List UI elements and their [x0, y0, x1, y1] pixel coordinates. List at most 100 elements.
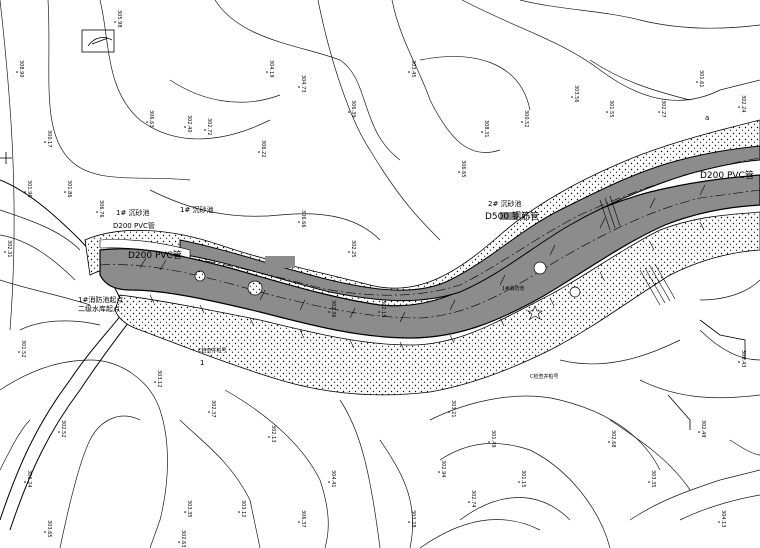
elevation-point: [518, 481, 520, 483]
bracket-right-2: [699, 319, 746, 360]
elevation-point: [348, 111, 350, 113]
elevation-label: 303.45: [410, 60, 416, 78]
elevation-point: [608, 441, 610, 443]
elevation-point: [24, 191, 26, 193]
elevation-label: 301.55: [608, 100, 614, 118]
elevation-label: 306.22: [260, 140, 266, 158]
elevation-point: [348, 251, 350, 253]
elevation-point: [258, 151, 260, 153]
elevation-label: 304.13: [720, 510, 726, 528]
label-tank-small: D200 PVC管: [113, 221, 155, 230]
elevation-label: 300.52: [523, 110, 529, 128]
elevation-label: 303.35: [650, 470, 656, 488]
river-corridor: [84, 119, 760, 396]
elevation-point: [184, 126, 186, 128]
label-start-note: 1#消防池起点: [78, 295, 123, 304]
elevation-point: [204, 129, 206, 131]
tank-circle-2: [194, 270, 206, 282]
elevation-label: 306.66: [300, 210, 306, 228]
elevation-point: [408, 521, 410, 523]
elevation-point: [658, 111, 660, 113]
elevation-point: [266, 71, 268, 73]
elevation-label: 304.41: [330, 470, 336, 488]
elevation-point: [44, 531, 46, 533]
elevation-label: 305.98: [116, 10, 122, 28]
elevation-point: [96, 211, 98, 213]
main-channel: [99, 174, 760, 339]
annotations: 1# 沉砂池 1# 沉砂池 2# 沉砂池 D200 PVC管 D500 钢筋管 …: [78, 114, 754, 380]
elevation-point: [458, 171, 460, 173]
lower-bank: [114, 211, 760, 396]
elevation-label: 306.76: [98, 200, 104, 218]
elevation-label: 304.73: [300, 75, 306, 93]
elevation-label: 308.31: [483, 120, 489, 138]
label-start-note-2: 二级水库起点: [78, 304, 120, 313]
elevation-point: [154, 381, 156, 383]
tank-circle-4: [569, 286, 581, 298]
elevation-point: [378, 311, 380, 313]
label-pipe-mid: D500 钢筋管: [485, 210, 539, 222]
label-dot-1: 1: [200, 359, 204, 367]
elevation-label: 302.31: [6, 240, 12, 258]
north-arrow: [87, 37, 113, 47]
elevation-label: 301.96: [26, 180, 32, 198]
elevation-point: [238, 511, 240, 513]
elevation-label: 302.15: [380, 300, 386, 318]
elevation-point: [328, 311, 330, 313]
elevation-label: 302.13: [270, 425, 276, 443]
structures: [0, 29, 746, 430]
label-dot-2: a: [705, 114, 709, 122]
elevation-point: [488, 441, 490, 443]
elevation-point: [718, 521, 720, 523]
elevation-label: 302.49: [700, 420, 706, 438]
elevation-point: [298, 521, 300, 523]
elevation-label: 302.27: [660, 100, 666, 118]
elevation-point: [328, 481, 330, 483]
elevation-label: 306.65: [460, 160, 466, 178]
elevation-label: 300.17: [46, 130, 52, 148]
tank-circle-1: [247, 280, 263, 296]
elevation-point: [298, 221, 300, 223]
elevation-point: [698, 431, 700, 433]
elevation-label: 302.36: [330, 300, 336, 318]
elevation-label: 302.74: [470, 490, 476, 508]
elevation-point: [114, 21, 116, 23]
north-arrow-frame: [81, 29, 115, 53]
elevation-label: 302.52: [60, 420, 66, 438]
elevation-label: 304.19: [268, 60, 274, 78]
elevation-label: 303.56: [573, 85, 579, 103]
elevation-label: 303.35: [186, 500, 192, 518]
elevation-label: 302.24: [740, 95, 746, 113]
elevation-label: 306.63: [148, 110, 154, 128]
elevation-point: [146, 121, 148, 123]
elevation-point: [606, 111, 608, 113]
elevation-point: [18, 351, 20, 353]
elevation-point: [738, 361, 740, 363]
elevation-label: 301.49: [490, 430, 496, 448]
elevation-point: [521, 121, 523, 123]
elevation-point: [184, 511, 186, 513]
elevation-point: [268, 436, 270, 438]
elevation-point: [24, 481, 26, 483]
elevation-point: [438, 471, 440, 473]
elevation-label: 302.94: [440, 460, 446, 478]
elevation-label: 302.63: [180, 530, 186, 548]
elevation-point: [648, 481, 650, 483]
elevation-label: 306.37: [300, 510, 306, 528]
elevation-label: 302.25: [350, 240, 356, 258]
elevation-label: 303.21: [450, 400, 456, 418]
elevation-point: [696, 81, 698, 83]
elevation-point: [4, 251, 6, 253]
label-small-b: C检查井桩号: [198, 347, 227, 354]
elevation-point: [571, 96, 573, 98]
elevation-label: 301.15: [520, 470, 526, 488]
elevation-point: [208, 411, 210, 413]
grey-block-2: [500, 212, 518, 220]
elevation-label: 306.24: [26, 470, 32, 488]
elevation-point: [58, 431, 60, 433]
elevation-label: 302.68: [610, 430, 616, 448]
elevation-point: [481, 131, 483, 133]
label-sand-tank-1: 1# 沉砂池: [116, 208, 150, 217]
